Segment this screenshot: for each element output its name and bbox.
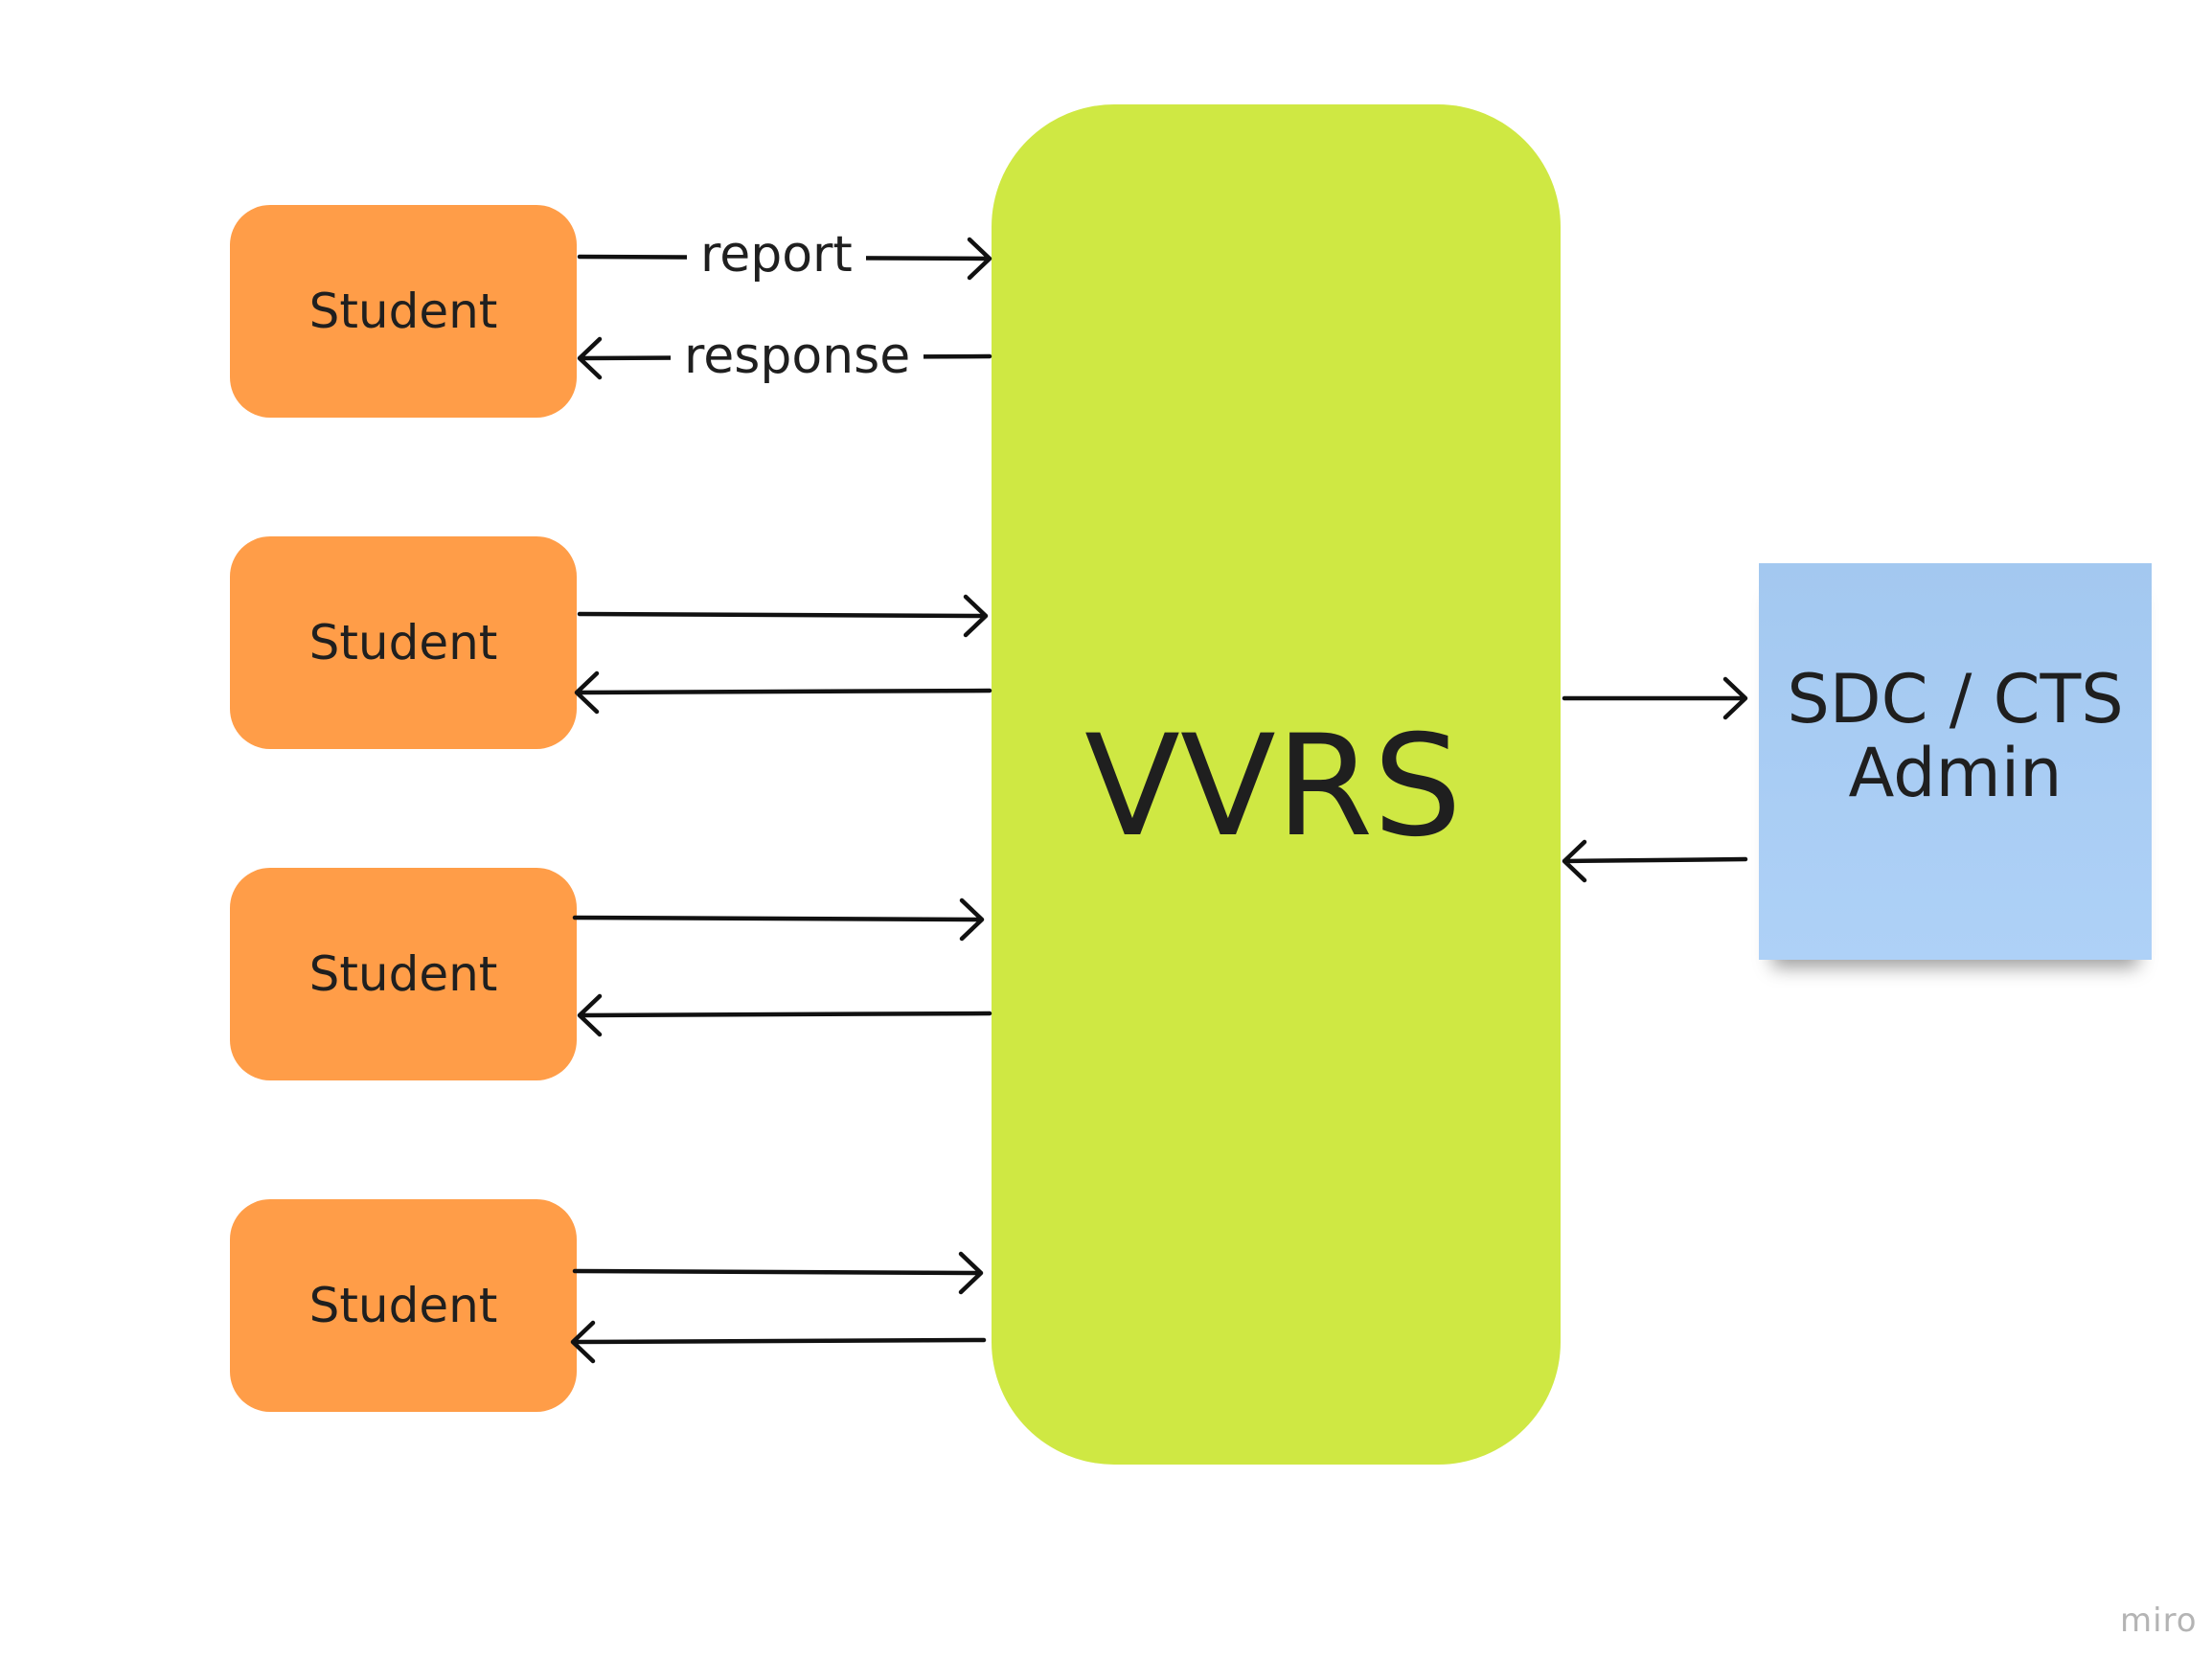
response-arrow-3: [577, 993, 992, 1037]
miro-logo: miro: [2120, 1602, 2198, 1640]
report-arrow-4: [572, 1251, 984, 1295]
student-node-4[interactable]: Student: [230, 1199, 577, 1412]
student-node-label: Student: [308, 284, 498, 339]
admin-sticky-note[interactable]: SDC / CTS Admin: [1759, 563, 2152, 960]
admin-to-vvrs-arrow: [1562, 839, 1748, 883]
student-node-label: Student: [308, 946, 498, 1002]
report-edge-label: report: [687, 230, 866, 280]
student-node-3[interactable]: Student: [230, 868, 577, 1080]
student-node-2[interactable]: Student: [230, 536, 577, 749]
admin-label-line2: Admin: [1848, 734, 2063, 812]
vvrs-node[interactable]: VVRS: [992, 104, 1561, 1465]
response-edge-label: response: [671, 331, 924, 381]
report-arrow-3: [572, 898, 985, 942]
vvrs-to-admin-arrow: [1562, 676, 1748, 720]
vvrs-label: VVRS: [1084, 705, 1462, 868]
admin-label-line1: SDC / CTS: [1787, 660, 2124, 739]
student-node-label: Student: [308, 1278, 498, 1333]
response-arrow-4: [570, 1320, 987, 1364]
student-node-label: Student: [308, 615, 498, 670]
student-node-1[interactable]: Student: [230, 205, 577, 418]
response-arrow-2: [574, 670, 992, 715]
report-arrow-2: [577, 594, 989, 638]
